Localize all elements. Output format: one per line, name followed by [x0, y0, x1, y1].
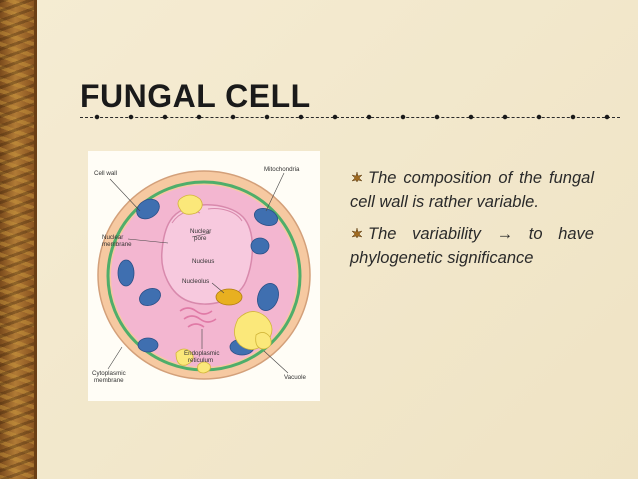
fungal-cell-diagram: Cell wall Mitochondria Nuclear membrane … [88, 151, 320, 401]
title-dotted-rule [80, 114, 620, 120]
bullet-item: The composition of the fungal cell wall … [350, 166, 594, 214]
label-nuclear-pore-line1: Nuclear [190, 228, 211, 235]
vacuole-shape [197, 361, 211, 374]
vacuole-shape [175, 348, 194, 366]
mitochondrion-shape [117, 259, 135, 287]
label-cytoplasmic-membrane-line1: Cytoplasmic [92, 370, 126, 377]
endoplasmic-reticulum-shape [179, 307, 217, 328]
mitochondrion-shape [257, 283, 279, 311]
label-nuclear-membrane-line2: membrane [102, 241, 132, 248]
leader-nuclear-membrane [127, 238, 169, 244]
label-vacuole: Vacuole [284, 374, 306, 381]
mitochondrion-shape [250, 237, 270, 255]
mitochondrion-shape [253, 208, 279, 226]
leader-nucleolus [211, 282, 225, 294]
label-er-line1: Endoplasmic [184, 350, 219, 357]
label-nuclear-pore-line2: pore [194, 235, 207, 242]
mitochondrion-shape [137, 337, 159, 353]
fleur-bullet-icon [351, 171, 363, 183]
decorative-wood-border [0, 0, 37, 479]
mitochondrion-shape [136, 198, 160, 220]
vacuole-shape [255, 332, 272, 350]
bullet-item: The variability → to have phylogenetic s… [350, 222, 594, 270]
label-cell-wall: Cell wall [94, 170, 117, 177]
leader-cell-wall [109, 178, 141, 212]
leader-nuclear-pore [191, 232, 211, 238]
bullet-list: The composition of the fungal cell wall … [350, 166, 594, 278]
mitochondrion-shape [139, 287, 161, 307]
label-er-line2: reticulum [188, 357, 213, 364]
label-nucleolus: Nucleolus [182, 278, 209, 285]
leader-cytoplasmic-membrane [107, 346, 123, 370]
label-cytoplasmic-membrane-line2: membrane [94, 377, 124, 384]
vacuole-shape [177, 194, 203, 215]
label-nuclear-membrane-line1: Nuclear [102, 234, 123, 241]
nucleus-shape [161, 204, 254, 305]
leader-mitochondria [265, 172, 285, 212]
bullet-text: The variability → to have phylogenetic s… [350, 225, 594, 267]
label-mitochondria: Mitochondria [264, 166, 300, 173]
nucleolus-shape [215, 288, 243, 306]
bullet-text: The composition of the fungal cell wall … [350, 169, 594, 211]
leader-vacuole [263, 350, 289, 374]
slide-title: FUNGAL CELL [80, 78, 311, 114]
fleur-bullet-icon [351, 227, 363, 239]
label-nucleus: Nucleus [192, 258, 214, 265]
